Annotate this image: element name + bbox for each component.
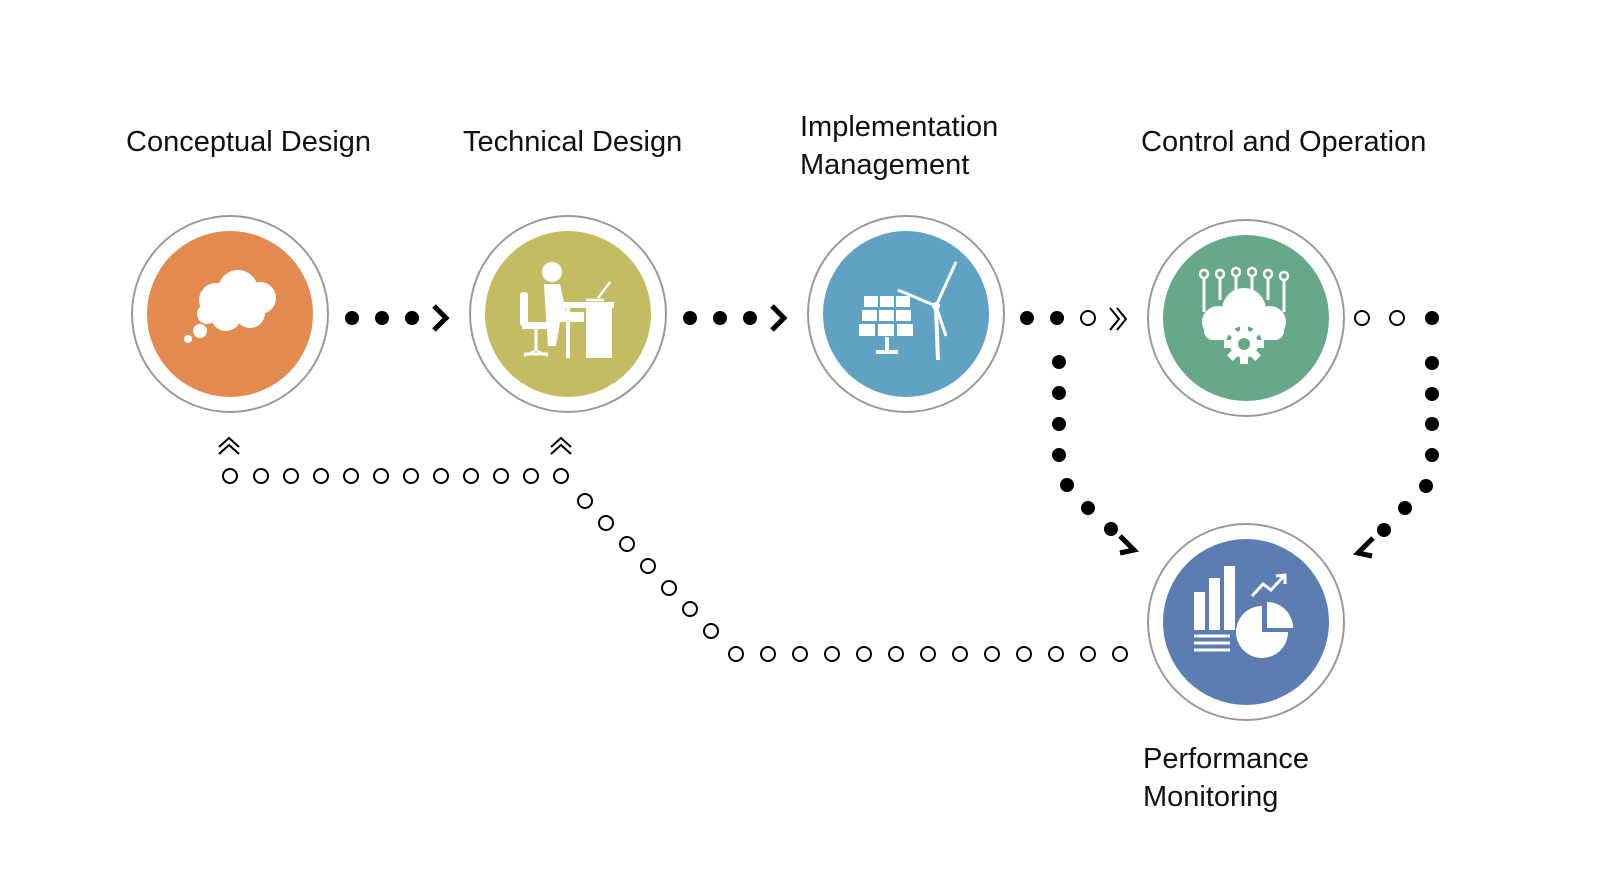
performance-label-line-1: Performance: [1143, 743, 1310, 775]
connector-conceptual-to-technical: [345, 304, 450, 332]
chevron-right-icon: [432, 304, 450, 332]
arrow-down-left-icon: [1352, 536, 1375, 559]
technical-design-label: Technical Design: [463, 126, 683, 158]
double-chevron-right-icon: [1109, 307, 1121, 331]
performance-monitoring-label: Performance Monitoring: [1143, 740, 1309, 816]
feedback-loop-performance-to-design: [218, 436, 1128, 662]
connector-implementation-to-performance: [1052, 355, 1140, 556]
solar-panel-wind-turbine-icon: [859, 261, 958, 361]
implementation-management-label: Implementation Management: [800, 108, 998, 184]
implementation-label-line-1: Implementation: [800, 111, 999, 143]
person-at-desk-icon: [520, 262, 614, 358]
implementation-label-line-2: Management: [800, 149, 970, 181]
connector-control-to-performance: [1352, 310, 1439, 559]
double-chevron-up-icon: [218, 436, 240, 455]
arrow-down-right-icon: [1118, 534, 1140, 556]
cloud-gear-circuit-icon: [1198, 266, 1290, 364]
chevron-right-icon: [770, 304, 788, 332]
connector-implementation-to-control: [1020, 307, 1128, 331]
thought-cloud-icon: [184, 270, 276, 343]
performance-label-line-2: Monitoring: [1143, 781, 1279, 813]
control-operation-label: Control and Operation: [1141, 126, 1427, 158]
bar-chart-pie-chart-icon: [1194, 566, 1293, 660]
conceptual-design-label: Conceptual Design: [126, 126, 372, 158]
double-chevron-up-icon: [550, 436, 572, 455]
connector-technical-to-implementation: [683, 304, 788, 332]
